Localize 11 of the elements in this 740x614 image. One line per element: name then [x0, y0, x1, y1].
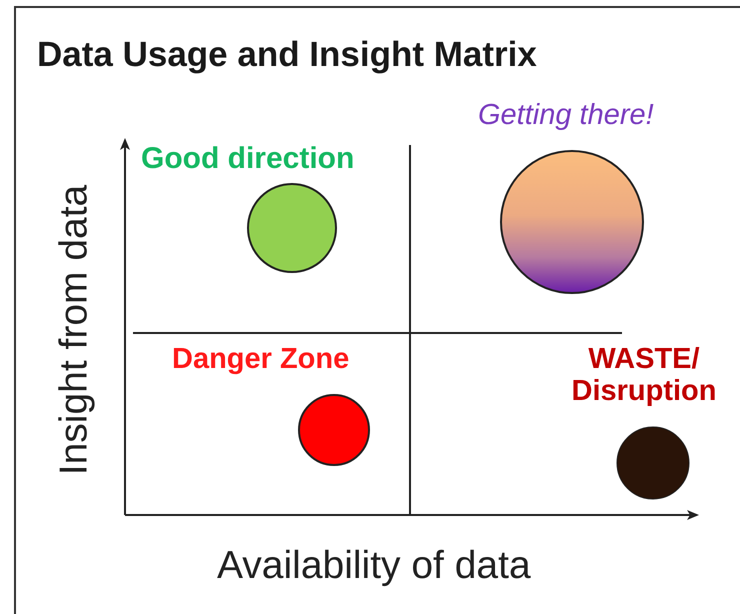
axis-label: Insight from data	[54, 184, 96, 476]
axis-label: Availability of data	[217, 545, 531, 588]
circle-marker	[247, 183, 337, 273]
quadrant-label: Good direction	[141, 142, 354, 175]
circle-marker	[616, 426, 690, 500]
circle-marker	[500, 150, 644, 294]
quadrant-label: WASTE/ Disruption	[570, 344, 718, 408]
chart-title: Data Usage and Insight Matrix	[37, 36, 537, 74]
quadrant-label: Getting there!	[478, 100, 654, 132]
quadrant-label: Danger Zone	[172, 344, 350, 376]
circle-marker	[298, 394, 370, 466]
